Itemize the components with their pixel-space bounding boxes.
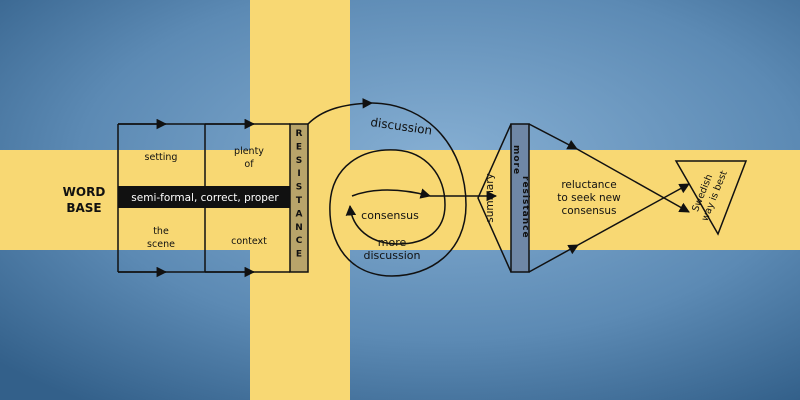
resistance-letter: C xyxy=(296,236,303,246)
reluctance-label-line3: consensus xyxy=(561,205,616,217)
resistance-letter: E xyxy=(296,142,302,152)
resistance-letter: S xyxy=(296,183,302,193)
discussion-spiral xyxy=(329,102,467,277)
the-scene-label-line2: scene xyxy=(147,239,175,250)
the-scene-label-line1: the xyxy=(153,226,169,237)
swedish-way-triangle xyxy=(674,160,748,236)
more-resistance-label-line2: resistance xyxy=(520,176,530,239)
resistance-letter: R xyxy=(296,129,303,139)
semi-formal-band xyxy=(118,186,292,208)
consensus-arrow xyxy=(351,188,432,199)
resistance-letter: I xyxy=(297,169,300,179)
more-discussion-label-line1: more xyxy=(378,236,407,249)
resistance-bar xyxy=(289,123,309,273)
summary-label: summary xyxy=(484,173,496,223)
reluctance-label-line2: to seek new xyxy=(557,192,621,204)
context-label: context xyxy=(231,236,267,247)
resistance-letter: T xyxy=(296,196,303,206)
consensus-label: consensus xyxy=(361,209,419,222)
resistance-letter: S xyxy=(296,156,302,166)
word-base-label-line2: BASE xyxy=(66,201,101,215)
word-base-label-line1: WORD xyxy=(63,185,106,199)
resistance-letter: A xyxy=(296,209,303,219)
setting-label: setting xyxy=(145,152,178,163)
lower-cross-line xyxy=(577,183,690,246)
upper-top-line xyxy=(528,123,578,150)
plenty-of-label-line1: plenty xyxy=(234,146,264,157)
more-resistance-bar xyxy=(510,123,530,273)
discussion-arrow xyxy=(307,98,374,125)
semi-formal-text: semi-formal, correct, proper xyxy=(131,192,279,204)
reluctance-label-line1: reluctance xyxy=(561,179,616,191)
plenty-of-label-line2: of xyxy=(244,159,254,170)
resistance-letter: N xyxy=(295,223,303,233)
more-discussion-label-line2: discussion xyxy=(363,249,420,262)
summary-triangle xyxy=(477,123,512,273)
upper-cross-line xyxy=(576,148,690,213)
resistance-letter: E xyxy=(296,250,302,260)
more-resistance-label-line1: more xyxy=(511,145,521,175)
lower-bottom-line xyxy=(528,244,579,273)
